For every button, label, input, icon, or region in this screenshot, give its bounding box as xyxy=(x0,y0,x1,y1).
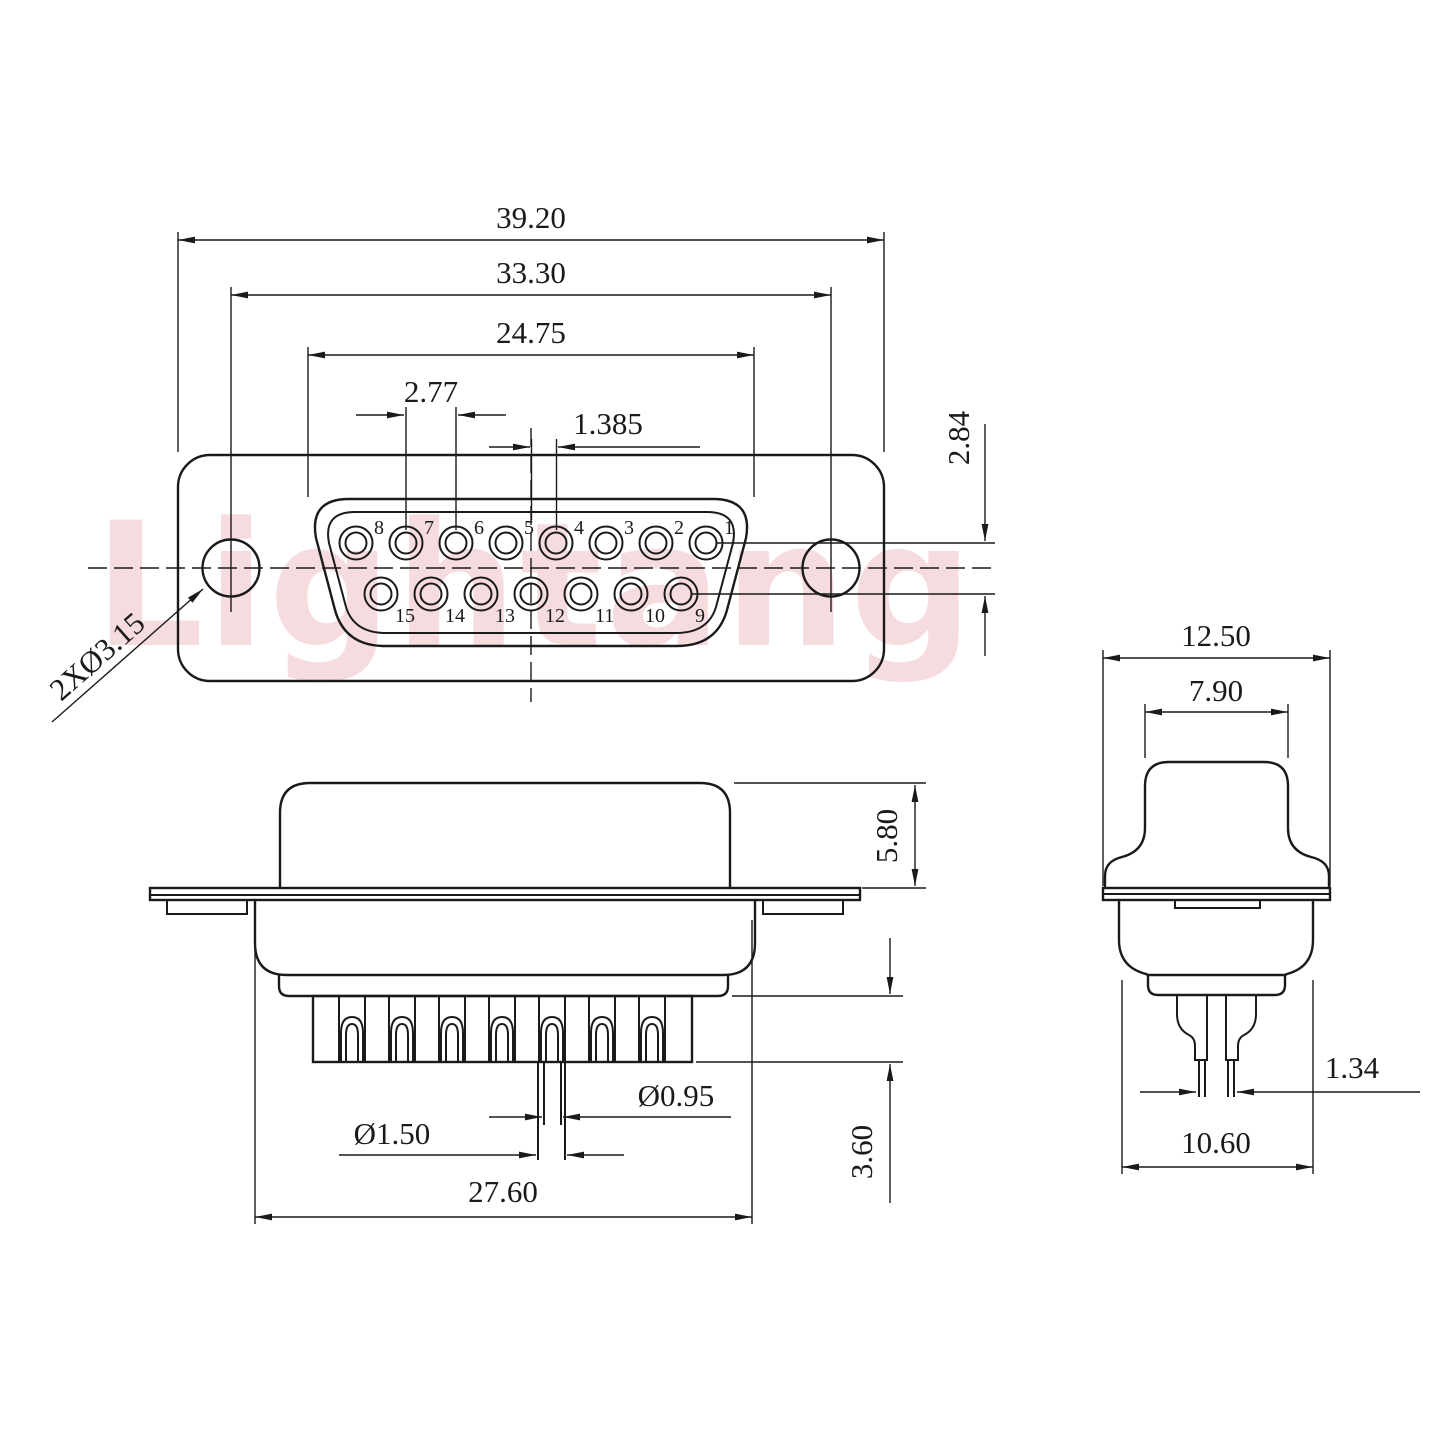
svg-text:10.60: 10.60 xyxy=(1181,1125,1251,1160)
watermark-text: Lightang xyxy=(94,485,976,686)
dim-hole-spacing: 33.30 xyxy=(230,255,832,612)
pin-label: 1 xyxy=(724,517,734,539)
pin-label: 12 xyxy=(545,605,565,627)
flange-tab-right xyxy=(762,899,844,915)
svg-text:27.60: 27.60 xyxy=(468,1174,538,1209)
end-view: 12.50 7.90 1.34 10.60 xyxy=(1101,618,1420,1174)
pin-block xyxy=(311,994,694,1064)
pin-label: 3 xyxy=(624,517,634,539)
svg-text:1.34: 1.34 xyxy=(1325,1050,1380,1085)
svg-text:33.30: 33.30 xyxy=(496,255,566,290)
dim-pin-pitch: 2.77 xyxy=(356,374,506,530)
svg-text:Ø0.95: Ø0.95 xyxy=(638,1078,715,1113)
dim-pin-gap: 1.34 xyxy=(1140,1050,1420,1096)
dim-end-overall-width: 12.50 xyxy=(1102,618,1331,886)
pin-label: 15 xyxy=(395,605,415,627)
svg-text:5.80: 5.80 xyxy=(869,809,904,863)
dim-pin-diameter: Ø0.95 xyxy=(489,1078,731,1121)
flange-notch xyxy=(1174,899,1261,909)
svg-text:3.60: 3.60 xyxy=(844,1125,879,1179)
shell-end-profile xyxy=(1103,760,1331,890)
pin-label: 10 xyxy=(645,605,665,627)
center-pin-tail xyxy=(537,1062,566,1160)
svg-text:24.75: 24.75 xyxy=(496,315,566,350)
pin-label: 5 xyxy=(524,517,534,539)
svg-text:7.90: 7.90 xyxy=(1189,673,1243,708)
insulator-end xyxy=(1146,973,1287,997)
dim-pin-length: 3.60 xyxy=(696,938,903,1203)
svg-text:2.84: 2.84 xyxy=(941,410,976,465)
pin-number-labels: 8 7 6 5 4 3 2 1 15 14 13 12 11 10 9 xyxy=(374,517,734,627)
svg-text:1.385: 1.385 xyxy=(573,406,643,441)
pin-label: 7 xyxy=(424,517,434,539)
svg-text:2.77: 2.77 xyxy=(404,374,458,409)
pin-label: 6 xyxy=(474,517,484,539)
body-profile xyxy=(253,898,757,977)
dim-row-spacing: 2.84 xyxy=(692,410,995,656)
dim-shroud-width: 24.75 xyxy=(307,315,755,497)
pin-label: 14 xyxy=(445,605,465,627)
dim-overall-width: 39.20 xyxy=(177,200,885,452)
svg-text:Ø1.50: Ø1.50 xyxy=(354,1116,431,1151)
pin-label: 4 xyxy=(574,517,584,539)
svg-text:39.20: 39.20 xyxy=(496,200,566,235)
solder-cup-slots xyxy=(340,1015,664,1062)
body-end-profile xyxy=(1117,898,1315,977)
dim-shroud-depth: 7.90 xyxy=(1144,673,1289,758)
shroud-inner xyxy=(327,511,735,634)
pin-label: 9 xyxy=(695,605,705,627)
pin-label: 11 xyxy=(595,605,614,627)
end-pin-tails xyxy=(1198,1060,1235,1097)
shell-profile xyxy=(278,781,732,890)
pin-label: 8 xyxy=(374,517,384,539)
dim-end-body-width: 10.60 xyxy=(1121,980,1314,1174)
dim-body-width: 27.60 xyxy=(254,917,753,1224)
pin-fork-right xyxy=(1225,995,1257,1061)
pin-label: 13 xyxy=(495,605,515,627)
insulator-step xyxy=(277,973,730,998)
pin-teeth xyxy=(338,996,666,1062)
shroud-outer xyxy=(313,497,749,648)
dim-shell-height: 5.80 xyxy=(734,782,926,889)
svg-text:12.50: 12.50 xyxy=(1181,618,1251,653)
flange-tab-left xyxy=(166,899,248,915)
pin-label: 2 xyxy=(674,517,684,539)
dim-cup-diameter: Ø1.50 xyxy=(339,1116,624,1159)
pin-fork-left xyxy=(1176,995,1208,1061)
dim-half-pitch: 1.385 xyxy=(489,406,700,530)
side-view: 5.80 3.60 Ø0.95 Ø1.50 27.60 xyxy=(148,781,926,1224)
